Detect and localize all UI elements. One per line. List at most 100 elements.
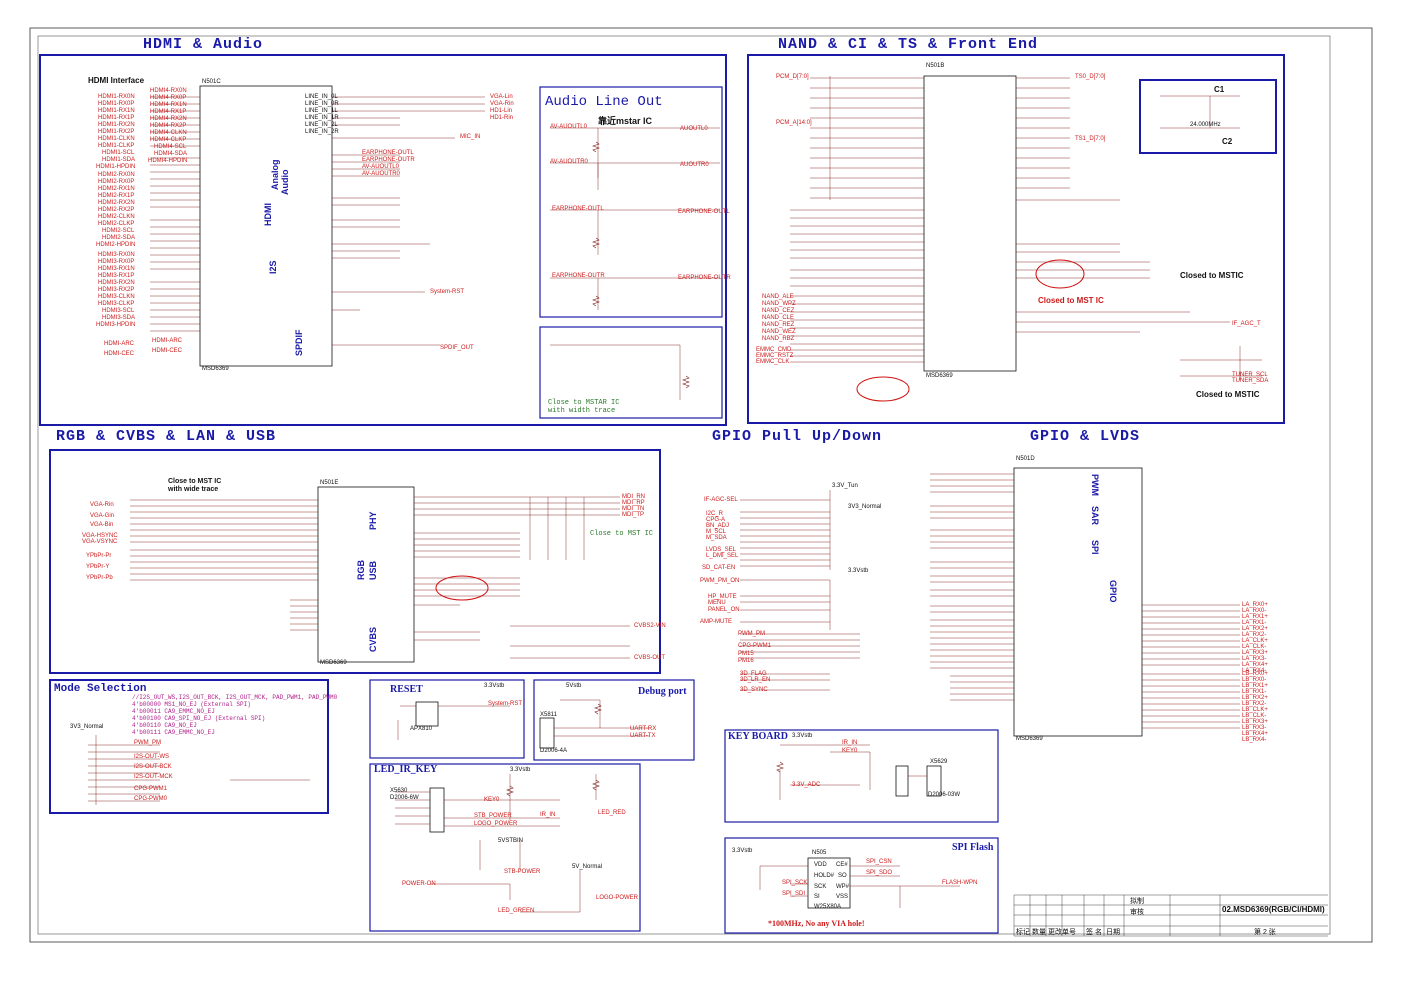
lvds-net: LA_RX1- — [1242, 620, 1267, 626]
hdmi-chip-ref: N501C — [202, 79, 221, 85]
nand-net: NAND_WPZ — [762, 301, 796, 307]
lvds-label-pwm: PWM — [1090, 474, 1100, 496]
hdmi-net: HDMI2-CLKP — [98, 221, 135, 227]
keyboard-net: IR_IN — [842, 740, 858, 746]
tuner-net: IF_AGC_T — [1232, 321, 1261, 327]
audio-input-net: AV-AUOUTL0 — [550, 124, 587, 130]
debug-conn-part: D2006-4A — [540, 748, 568, 754]
spi-pin: SCK — [814, 884, 827, 890]
spi-pin: SO — [838, 873, 847, 879]
tuner-net: TUNER_SCL — [1232, 372, 1268, 378]
spi-net: SPI_SDO — [866, 870, 893, 876]
right-net: VGA-Rin — [490, 101, 514, 107]
emmc-net: EMMC_CLK — [756, 359, 790, 365]
gpio-pull-supply: 3.3V_Tun — [832, 483, 858, 489]
right-net: MIC_IN — [460, 134, 481, 140]
mdi-net: MDI_TN — [622, 506, 645, 512]
hdmi-net: HDMI3-RX1N — [98, 266, 135, 272]
hdmi-net: HDMI1-RX0P — [98, 101, 135, 107]
audio-output-net: AUOUTL0 — [680, 126, 708, 132]
spi-pin: CE# — [836, 862, 848, 868]
gpio-net: SD_CAT-EN — [702, 565, 736, 571]
mode-net: CPG-PWM1 — [134, 786, 167, 792]
right-net: HD1-Rin — [490, 115, 514, 121]
rgb-label-cvbs: CVBS — [368, 626, 378, 652]
rgb-input-net: YPbPr-Pb — [86, 575, 113, 581]
spi-chip-ref: N505 — [812, 850, 827, 856]
audio-out-net: EARPHONE-OUTR — [362, 157, 415, 163]
lvds-chip-ref: N501D — [1016, 456, 1035, 462]
led-ir-net: LOGO-POWER — [596, 895, 639, 901]
audio-out-net: EARPHONE-OUTL — [362, 150, 414, 156]
nand-net: NAND_REZ — [762, 322, 795, 328]
gpio-net: MENU — [708, 600, 726, 606]
mode-supply: 3V3_Normal — [70, 724, 104, 730]
debug-net: UART-RX — [630, 726, 657, 732]
reset-title: RESET — [390, 684, 423, 695]
gpio-net: HP_MUTE — [708, 594, 737, 600]
gpio-net: PWM_PM — [738, 631, 765, 637]
closed-to-mst-note: Closed to MST IC — [1038, 296, 1104, 305]
audio-input-net: AV-AUOUTR0 — [550, 159, 588, 165]
titleblock-col: 标记 — [1016, 929, 1030, 936]
mode-row: 4'b00100 CA9_SPI_NO_EJ (External SPI) — [132, 715, 266, 722]
line-in-pin: LINE_IN_2R — [305, 129, 339, 135]
gpio-net: CPG-A — [706, 517, 726, 523]
keyboard-conn: X5629 — [930, 759, 948, 765]
lvds-net: LB_RX2+ — [1242, 695, 1268, 701]
gpio-net: 3D_LR_EN — [740, 677, 771, 683]
gpio-pull-supply-3: 3.3Vstb — [848, 568, 869, 574]
rgb-input-net: VGA-HSYNC — [82, 533, 118, 539]
keyboard-supply: 3.3Vstb — [792, 733, 813, 739]
rgb-input-net: YPbPr-Pr — [86, 553, 112, 559]
hdmi-net: HDMI2-SDA — [102, 235, 136, 241]
audio-line-out-note: 靠近mstar IC — [598, 116, 653, 126]
spi-pin: WP# — [836, 884, 850, 890]
hdmi-interface-title: HDMI Interface — [88, 76, 145, 85]
hdmi-net: HDMI1-RX1P — [98, 115, 135, 121]
led-ir-net: IR_IN — [540, 812, 556, 818]
hdmi-net: HDMI1-SCL — [102, 150, 135, 156]
mode-row: 4'b00111 CA9_EMMC_NO_EJ — [132, 729, 215, 736]
audio-out-net: AV-AUOUTL0 — [362, 164, 399, 170]
line-in-pin: LINE_IN_2L — [305, 122, 338, 128]
titleblock-col: 签 名 — [1086, 929, 1102, 936]
led-ir-net: STB-POWER — [504, 869, 541, 875]
nand-chip-name: MSD6369 — [926, 373, 953, 379]
titleblock-review: 审核 — [1130, 909, 1144, 916]
lvds-net: LB_RX4- — [1242, 737, 1267, 743]
right-net: SPDIF_OUT — [440, 345, 474, 351]
line-in-pin: LINE_IN_0L — [305, 94, 338, 100]
right-net: System-RST — [430, 289, 465, 295]
mode-net: I2S-OUT-BCK — [134, 764, 172, 770]
keyboard-net: 3.3V_ADC — [792, 782, 821, 788]
close-mstar-note: Close to MSTAR IC — [548, 399, 620, 407]
rgb-chip-ref: N501E — [320, 480, 339, 486]
spi-pin: VDD — [814, 862, 827, 868]
mode-row: 4'b00000 MS1_NO_EJ (External SPI) — [132, 701, 251, 708]
lvds-net: LB_RX1+ — [1242, 683, 1268, 689]
keyboard-title: KEY BOARD — [728, 731, 788, 742]
gpio-net: PWM_PM_ON — [700, 578, 740, 584]
led-ir-net: LED_RED — [598, 810, 626, 816]
audio-output-net: AUOUTR0 — [680, 162, 709, 168]
led-ir-net: LED_GREEN — [498, 908, 535, 914]
hdmi-net: HDMI1-SDA — [102, 157, 136, 163]
lvds-net: LB_RX1- — [1242, 689, 1267, 695]
gpio-net: 3D_FLAG — [740, 671, 767, 677]
lvds-net: LB_RX0+ — [1242, 671, 1268, 677]
hdmi-net: HDMI4-RX0N — [150, 88, 187, 94]
lvds-label-spi: SPI — [1090, 540, 1100, 555]
hdmi-net: HDMI3-RX2N — [98, 280, 135, 286]
gpio-net: M_SCL — [706, 529, 727, 535]
hdmi-cec-net: HDMI-CEC — [104, 351, 134, 357]
line-in-pin: LINE_IN_0R — [305, 101, 339, 107]
gpio-net: IF-AGC-SEL — [704, 497, 738, 503]
spi-net: SPI_CSN — [866, 859, 892, 865]
pcm-a-bus: PCM_A[14:0] — [776, 120, 812, 126]
nand-net: NAND_WEZ — [762, 329, 796, 335]
lvds-chip-name: MSD6369 — [1016, 736, 1043, 742]
titleblock-col: 日期 — [1106, 929, 1120, 936]
hdmi-net: HDMI4-RX2P — [150, 123, 187, 129]
nand-net: NAND_CLE — [762, 315, 795, 321]
